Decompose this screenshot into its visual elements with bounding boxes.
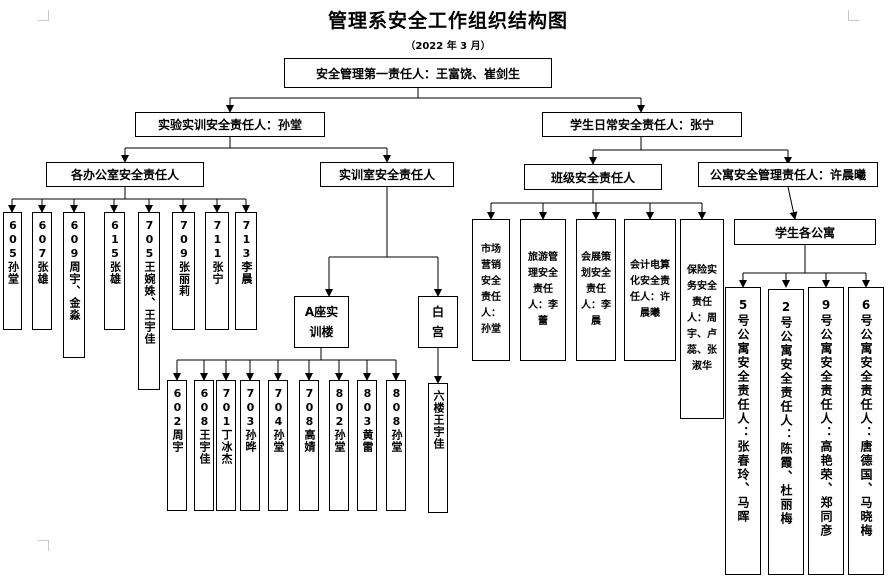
white-palace-room-box: 六楼王宇佳 [428,383,448,513]
class-label: 市场营销安全责任人：孙堂 [481,244,501,335]
dorm-label: 9号公寓安全责任人：高艳荣、郑同彦 [819,298,833,538]
page-corner-mark [38,540,49,551]
lab-room-label: 703孙晔 [244,387,257,453]
white-palace-label: 白宫 [431,305,444,339]
class-box: 旅游管理安全责任人：李蕾 [520,219,566,361]
office-box: 607张雄 [32,212,52,330]
lab-room-box: 708高婧 [299,380,319,511]
building-a-label: A座实训楼 [304,305,339,339]
dorm-box: 2号公寓安全责任人：陈霞、杜丽梅 [768,289,804,575]
dorm-box: 6号公寓安全责任人：唐德国、马晓梅 [848,287,884,575]
office-lead-box: 各办公室安全责任人 [46,162,204,187]
office-label: 609周宇、金淼 [68,219,81,321]
dorm-group-box: 学生各公寓 [734,219,876,245]
class-label: 保险实务安全责任人：周宇、卢蕊、张淑华 [687,265,717,372]
class-box: 会计电算化安全责任人：许晨曦 [624,219,676,361]
lab-room-label: 608王宇佳 [198,387,211,465]
lab-room-label: 602周宇 [171,387,184,453]
class-lead-box: 班级安全责任人 [524,164,662,190]
office-box: 713李晨 [235,212,257,330]
class-label: 会展策划安全责任人：李晨 [581,252,611,327]
lab-room-label: 802孙堂 [333,387,346,453]
lab-room-label: 708高婧 [303,387,316,453]
lab-room-box: 808孙堂 [386,380,406,511]
class-box: 会展策划安全责任人：李晨 [576,219,616,361]
page-title: 管理系安全工作组织结构图 [327,10,568,32]
white-palace-box: 白宫 [418,296,458,348]
training-lead-box: 实验实训安全责任人：孙堂 [135,112,325,137]
lab-room-box: 608王宇佳 [194,380,214,511]
office-label: 709张丽莉 [177,219,191,297]
office-label: 605孙堂 [6,219,20,285]
office-label: 713李晨 [240,219,253,285]
dorm-box: 9号公寓安全责任人：高艳荣、郑同彦 [808,287,844,575]
lab-room-label: 701丁冰杰 [220,387,233,465]
office-label: 705王婉姝、王宇佳 [143,219,156,345]
office-box: 709张丽莉 [172,212,195,330]
office-box: 705王婉姝、王宇佳 [138,212,160,390]
lab-room-box: 704孙堂 [268,380,288,511]
class-box: 市场营销安全责任人：孙堂 [472,219,510,361]
lab-room-label: 808孙堂 [390,387,403,453]
lab-room-box: 803黄雷 [357,380,377,511]
office-box: 615张雄 [104,212,125,330]
dorm-lead-box: 公寓安全管理责任人：许晨曦 [698,162,878,187]
lab-room-box: 802孙堂 [329,380,349,511]
page-corner-mark [848,10,859,21]
office-box: 711张宁 [205,212,229,330]
dorm-label: 5号公寓安全责任人：张春玲、马晖 [736,298,750,524]
office-box: 609周宇、金淼 [63,212,85,358]
lab-room-label: 704孙堂 [272,387,285,453]
office-label: 615张雄 [108,219,122,285]
office-label: 711张宁 [211,219,224,285]
lab-room-label: 803黄雷 [361,387,374,453]
white-palace-room-label: 六楼王宇佳 [432,390,445,450]
page-subtitle: （2022 年 3 月） [405,41,491,52]
dorm-label: 2号公寓安全责任人：陈霞、杜丽梅 [779,300,793,526]
class-box: 保险实务安全责任人：周宇、卢蕊、张淑华 [680,219,724,419]
lab-lead-box: 实训室安全责任人 [320,162,454,187]
class-label: 会计电算化安全责任人：许晨曦 [630,260,670,319]
student-lead-box: 学生日常安全责任人：张宁 [542,112,742,137]
office-box: 605孙堂 [3,212,22,330]
root-responsible-box: 安全管理第一责任人：王富饶、崔剑生 [284,58,552,88]
page-corner-mark [38,10,49,21]
office-label: 607张雄 [36,219,49,285]
dorm-box: 5号公寓安全责任人：张春玲、马晖 [725,287,761,575]
dorm-label: 6号公寓安全责任人：唐德国、马晓梅 [859,298,873,538]
lab-room-box: 703孙晔 [240,380,260,511]
building-a-box: A座实训楼 [294,296,349,348]
class-label: 旅游管理安全责任人：李蕾 [528,252,558,327]
lab-room-box: 602周宇 [167,380,187,511]
lab-room-box: 701丁冰杰 [216,380,236,511]
connector-line [787,186,798,220]
